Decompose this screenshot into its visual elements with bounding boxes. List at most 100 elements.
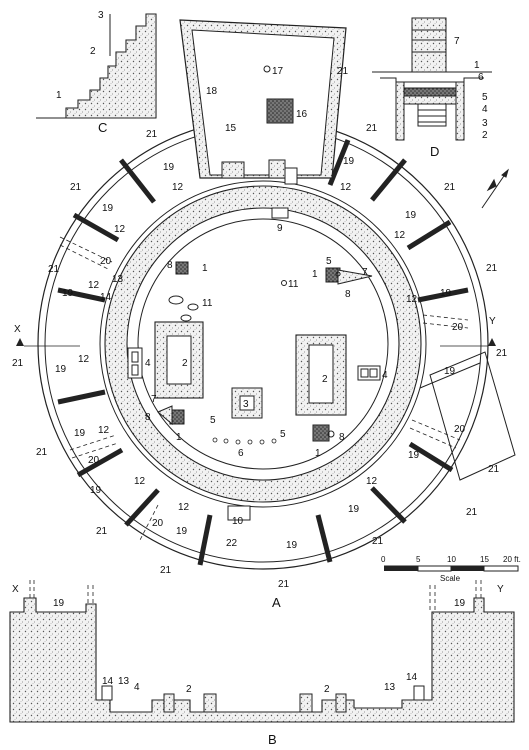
plan-label-21l: 21 [466, 507, 478, 518]
plan-label-8c: 8 [145, 412, 151, 423]
plan-label-21b: 21 [146, 129, 158, 140]
detail-d-label-4: 4 [482, 104, 488, 115]
plan-label-19m: 19 [176, 526, 188, 537]
plan-label-21c: 21 [366, 123, 378, 134]
plan-label-19l: 19 [348, 504, 360, 515]
detail-d-label-2: 2 [482, 130, 488, 141]
section-label-14a: 14 [102, 676, 114, 687]
plan-label-10: 10 [232, 516, 244, 527]
detail-d-label-7: 7 [454, 36, 460, 47]
plan-label-19a: 19 [163, 162, 175, 173]
plan-label-12g: 12 [78, 354, 90, 365]
plan-label-9: 9 [277, 223, 283, 234]
plan-label-21k: 21 [488, 464, 500, 475]
plan-label-21j: 21 [36, 447, 48, 458]
plan-label-19f: 19 [440, 288, 452, 299]
plan-label-21a: 21 [337, 66, 349, 77]
fig-label-c: C [98, 120, 107, 135]
section-label-13a: 13 [118, 676, 130, 687]
plan-label-20b: 20 [452, 322, 464, 333]
plan-label-12b: 12 [340, 182, 352, 193]
plan-label-11b: 11 [202, 298, 213, 309]
plan-label-21o: 21 [160, 565, 172, 576]
plan-label-12j: 12 [366, 476, 378, 487]
section-marker-y: Y [440, 316, 496, 347]
plan-label-16: 16 [296, 109, 308, 120]
plan-label-21n: 21 [372, 536, 384, 547]
plan-label-21e: 21 [444, 182, 456, 193]
section-label-14b: 14 [406, 672, 418, 683]
section-label-19b: 19 [454, 598, 466, 609]
plan-label-19e: 19 [62, 288, 74, 299]
plan-label-12f: 12 [406, 294, 418, 305]
plan-label-8d: 8 [339, 432, 345, 443]
plan-label-12a: 12 [172, 182, 184, 193]
plan-label-1b: 1 [312, 269, 318, 280]
scale-tick-5: 5 [416, 555, 421, 564]
plan-label-12k: 12 [178, 502, 190, 513]
plan-label-21i: 21 [496, 348, 508, 359]
detail-d-label-1: 1 [474, 60, 480, 71]
section-label-2a: 2 [186, 684, 192, 695]
plan-label-17: 17 [272, 66, 284, 77]
plan-label-19c: 19 [102, 203, 114, 214]
plan-label-8a: 8 [167, 260, 173, 271]
scale-tick-0: 0 [381, 555, 386, 564]
svg-text:X: X [14, 324, 21, 335]
plan-label-19b: 19 [343, 156, 355, 167]
plan-label-12e: 12 [88, 280, 100, 291]
plan-label-2a: 2 [182, 358, 188, 369]
plan-label-13: 13 [112, 274, 124, 285]
plan-label-20c: 20 [454, 424, 466, 435]
plan-label-20e: 20 [152, 518, 164, 529]
fig-label-d: D [430, 144, 439, 159]
plan-label-5a: 5 [326, 256, 332, 267]
plan-label-19g: 19 [55, 364, 67, 375]
detail-d-label-5: 5 [482, 92, 488, 103]
plan-label-12d: 12 [394, 230, 406, 241]
floor-features [127, 261, 381, 445]
detail-d-label-6: 6 [478, 72, 484, 83]
plan-label-6: 6 [238, 448, 244, 459]
plan-label-2b: 2 [322, 374, 328, 385]
plan-label-11a: 11 [288, 279, 299, 290]
plan-label-21h: 21 [12, 358, 24, 369]
scale-tick-10: 10 [447, 555, 456, 564]
plan-label-8b: 8 [345, 289, 351, 300]
plan-label-5c: 5 [280, 429, 286, 440]
north-room-box [266, 98, 294, 124]
scale-tick-15: 15 [480, 555, 489, 564]
plan-label-1a: 1 [202, 263, 208, 274]
plan-label-21m: 21 [96, 526, 108, 537]
plan-label-7a: 7 [362, 267, 368, 278]
detail-d: 7 1 6 5 4 3 2 D [372, 17, 492, 159]
detail-c: 3 2 1 C [36, 10, 157, 135]
plan-label-1d: 1 [315, 448, 321, 459]
plan-label-7b: 7 [151, 394, 157, 405]
plan-number-labels: 17 21 18 16 15 21 21 19 19 12 12 21 21 1… [12, 66, 508, 590]
plan-label-21g: 21 [486, 263, 498, 274]
plan-label-21d: 21 [70, 182, 82, 193]
plan-label-19j: 19 [408, 450, 420, 461]
plan-label-15: 15 [225, 123, 237, 134]
radial-walls [57, 139, 469, 566]
section-label-2b: 2 [324, 684, 330, 695]
plan-a: 17 21 18 16 15 21 21 19 19 12 12 21 21 1… [12, 19, 516, 610]
plan-label-4b: 4 [382, 370, 388, 381]
section-marker-x: X [14, 324, 80, 347]
plan-label-14: 14 [100, 292, 112, 303]
scale-tick-20: 20 ft. [503, 555, 521, 564]
plan-label-21f: 21 [48, 264, 60, 275]
section-b: X Y 19 19 14 13 4 2 2 13 14 B [9, 580, 515, 747]
plan-label-3: 3 [243, 399, 249, 410]
plan-label-20a: 20 [100, 256, 112, 267]
plan-label-4a: 4 [145, 358, 151, 369]
section-label-19a: 19 [53, 598, 65, 609]
section-label-13b: 13 [384, 682, 396, 693]
bench-ring [104, 185, 422, 503]
plan-label-19h: 19 [444, 366, 456, 377]
north-arrow-icon [481, 168, 509, 209]
plan-label-21p: 21 [278, 579, 290, 590]
plan-label-5b: 5 [210, 415, 216, 426]
